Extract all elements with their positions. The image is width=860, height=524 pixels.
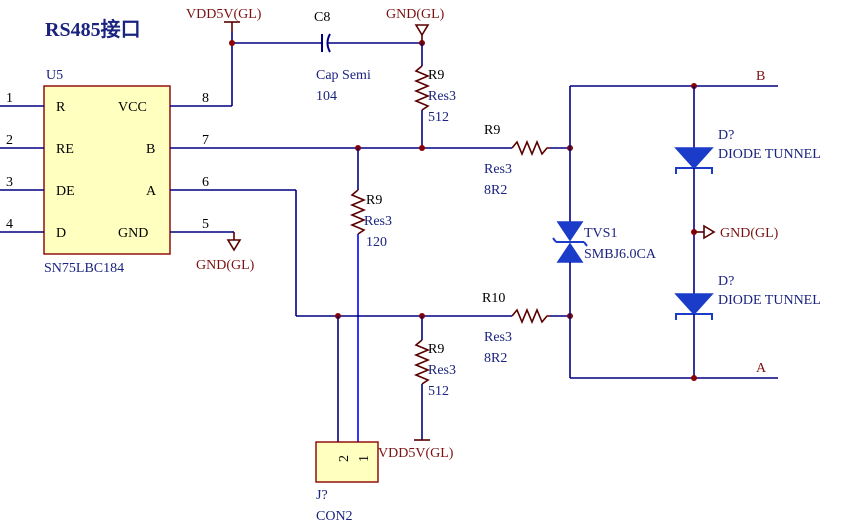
pin-name-d: D [56, 226, 66, 241]
gnd-ic-symbol [226, 239, 242, 252]
resistor-pulldown [413, 339, 431, 385]
series-b-value: 8R2 [484, 183, 507, 198]
pin-name-vcc: VCC [118, 100, 147, 115]
ic-part: SN75LBC184 [44, 261, 124, 276]
tvs-diode [552, 221, 588, 263]
series-a-value: 8R2 [484, 351, 507, 366]
series-b-ref: R9 [484, 123, 500, 138]
gnd-top-label: GND(GL) [386, 7, 445, 22]
resistor-series-a [511, 307, 550, 325]
net-a-label: A [756, 361, 767, 376]
connector-j: 2 1 [315, 441, 379, 483]
resistor-pullup [413, 65, 431, 111]
pin-num-3: 3 [6, 175, 13, 190]
pin-num-7: 7 [202, 133, 209, 148]
tvs-ref: TVS1 [584, 226, 617, 241]
pin-name-gnd: GND [118, 226, 148, 241]
resistor-series-b [511, 139, 550, 157]
diode-top-type: DIODE TUNNEL [718, 147, 821, 162]
gnd-mid-symbol [703, 224, 716, 240]
c8-type: Cap Semi [316, 68, 371, 83]
connector-ref: J? [316, 488, 328, 503]
c8-value: 104 [316, 89, 337, 104]
pin-name-de: DE [56, 184, 75, 199]
pulldown-type: Res3 [428, 363, 456, 378]
pin-name-r: R [56, 100, 66, 115]
connector-part: CON2 [316, 509, 353, 524]
vdd-bottom-label: VDD5V(GL) [378, 446, 454, 461]
pin-num-1: 1 [6, 91, 13, 106]
term-value: 120 [366, 235, 387, 250]
pin-num-4: 4 [6, 217, 13, 232]
gnd-top-symbol [414, 24, 430, 37]
tvs-part: SMBJ6.0CA [584, 247, 657, 262]
gnd-mid-label: GND(GL) [720, 226, 779, 241]
series-b-type: Res3 [484, 162, 512, 177]
connector-pin-1: 1 [357, 455, 372, 462]
pulldown-ref: R9 [428, 342, 444, 357]
ic-u5: U5 SN75LBC184 1 R 2 RE 3 DE 4 D 8 VCC 7 … [0, 68, 232, 276]
gnd-ic-label: GND(GL) [196, 258, 255, 273]
diode-bottom-ref: D? [718, 274, 734, 289]
pin-num-5: 5 [202, 217, 209, 232]
pin-num-2: 2 [6, 133, 13, 148]
term-ref: R9 [366, 193, 382, 208]
pulldown-value: 512 [428, 384, 449, 399]
ic-ref: U5 [46, 68, 63, 83]
connector-pin-2: 2 [337, 455, 352, 462]
resistor-term [349, 189, 367, 235]
series-a-type: Res3 [484, 330, 512, 345]
pullup-type: Res3 [428, 89, 456, 104]
pin-num-6: 6 [202, 175, 209, 190]
net-b-label: B [756, 69, 765, 84]
diode-top-ref: D? [718, 128, 734, 143]
pin-num-8: 8 [202, 91, 209, 106]
pin-name-b: B [146, 142, 155, 157]
capacitor-c8 [320, 33, 422, 53]
pin-name-re: RE [56, 142, 74, 157]
schematic-title: RS485接口 [45, 18, 141, 41]
pullup-ref-text: R9 [428, 68, 444, 83]
term-type: Res3 [364, 214, 392, 229]
c8-ref: C8 [314, 10, 330, 25]
diode-bottom-type: DIODE TUNNEL [718, 293, 821, 308]
vdd-top-label: VDD5V(GL) [186, 7, 262, 22]
pin-name-a: A [146, 184, 157, 199]
pullup-value: 512 [428, 110, 449, 125]
series-a-ref: R10 [482, 291, 505, 306]
